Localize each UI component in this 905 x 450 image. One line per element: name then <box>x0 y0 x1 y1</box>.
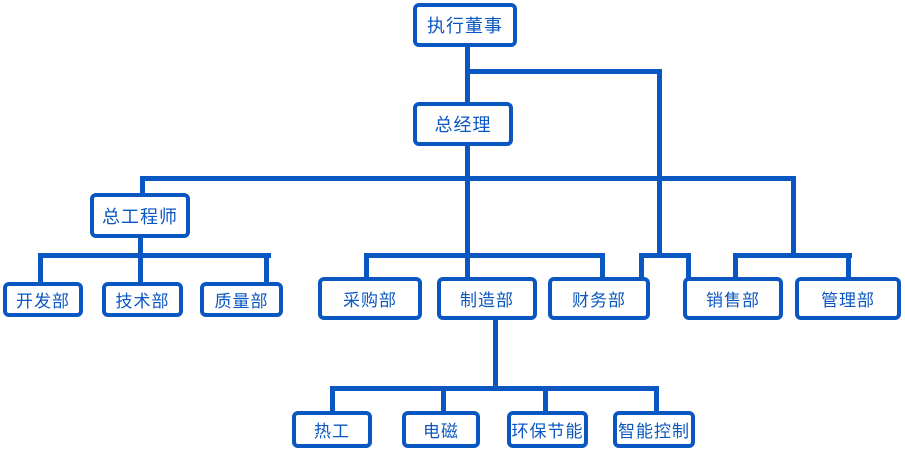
connector-bottom-bar <box>330 386 659 391</box>
connector-exec-branch-bar <box>639 253 691 258</box>
connector-left-bar <box>38 253 271 258</box>
connector-drop-technology <box>138 253 143 285</box>
connector-exec-branch-v <box>657 69 662 258</box>
connector-drop-thermal <box>330 386 335 414</box>
node-sales: 销售部 <box>683 277 783 320</box>
connector-drop-electromagnetic <box>441 386 446 414</box>
connector-drop-intelligent-control <box>654 386 659 414</box>
connector-drop-administration <box>846 253 851 280</box>
node-electromagnetic: 电磁 <box>402 411 480 448</box>
node-thermal: 热工 <box>292 411 372 448</box>
node-purchasing: 采购部 <box>318 277 422 320</box>
connector-right-split-v <box>791 176 796 258</box>
node-executive-director: 执行董事 <box>413 3 517 47</box>
node-finance: 财务部 <box>548 277 650 320</box>
node-administration: 管理部 <box>795 277 901 320</box>
connector-drop-finance <box>600 253 605 280</box>
connector-exec-branch-h <box>465 69 662 74</box>
connector-drop-finance-right <box>639 253 644 280</box>
connector-drop-chief-engineer <box>140 176 145 196</box>
node-energy-saving: 环保节能 <box>507 411 588 448</box>
node-technology: 技术部 <box>102 282 183 317</box>
connector-right-bar <box>733 253 852 258</box>
node-chief-engineer: 总工程师 <box>90 193 190 238</box>
node-development: 开发部 <box>3 282 83 317</box>
connector-drop-development <box>38 253 43 285</box>
connector-drop-quality <box>264 253 269 285</box>
connector-drop-purchasing <box>364 253 369 280</box>
connector-manufacturing-down <box>493 320 498 391</box>
connector-chief-engineer-down <box>138 238 143 258</box>
connector-gm-trunk <box>465 146 470 280</box>
node-quality: 质量部 <box>200 282 283 317</box>
connector-drop-sales <box>733 253 738 280</box>
connector-mid-bar <box>364 253 605 258</box>
connector-drop-sales-left <box>686 253 691 280</box>
node-intelligent-control: 智能控制 <box>613 411 695 448</box>
node-general-manager: 总经理 <box>413 102 513 146</box>
connector-exec-to-gm <box>465 47 470 104</box>
connector-main-bar <box>140 176 796 181</box>
node-manufacturing: 制造部 <box>437 277 537 320</box>
connector-drop-energy-saving <box>543 386 548 414</box>
